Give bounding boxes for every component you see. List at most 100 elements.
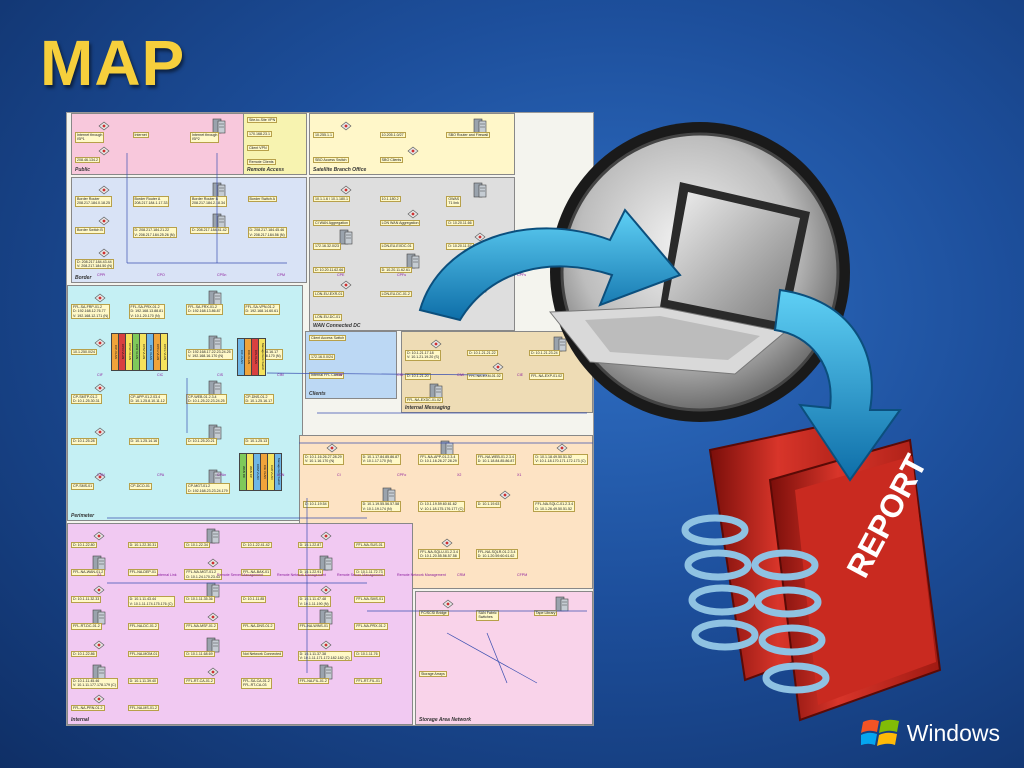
network-node-label: D: 10.1.25.13: [243, 438, 270, 445]
connection-tag: CIC: [157, 373, 164, 377]
network-node-label: 170.168.23.1: [247, 131, 272, 138]
network-node-label: D: 10.1.21.23.24: [529, 350, 560, 357]
zone-label: Clients: [309, 391, 326, 397]
router-icon: [97, 182, 111, 198]
router-icon: [97, 118, 111, 134]
router-icon: [93, 380, 107, 396]
network-node-label: Border Router B 208.217.184.2.18.34: [190, 196, 227, 207]
network-node-label: D: 10.1.11.72.73: [354, 569, 385, 576]
network-node-label: D: 10.1.11.76: [354, 650, 380, 657]
network-node-label: D: 10.1.16.26.27.28.29 V: 10.1.16.170 (N…: [303, 454, 344, 465]
network-node-label: D: 10.1.11.35.36: [184, 596, 215, 603]
network-node-label: 10.1.180.2: [379, 196, 401, 203]
router-icon: [319, 637, 333, 653]
router-icon: [92, 691, 106, 707]
router-icon: [93, 335, 107, 351]
router-icon: [97, 213, 111, 229]
network-node-label: FFL-NA-EXP-01.02: [529, 373, 565, 380]
router-icon: [206, 609, 220, 625]
router-icon: [97, 143, 111, 159]
connection-tag: CIM: [277, 373, 284, 377]
server-icon: [319, 555, 333, 571]
router-icon: [441, 596, 455, 612]
network-node-label: Site-to-Site VPN: [247, 117, 278, 124]
connection-tag: Remote Network Management: [397, 573, 446, 577]
router-icon: [325, 440, 339, 456]
zone-label: Storage Area Network: [419, 717, 472, 723]
curved-arrow-icon: [418, 208, 902, 482]
network-node-label: D: 10.1.25.28: [71, 438, 97, 445]
network-node-label: D: 10.1.11.68.69: [184, 650, 215, 657]
network-node-label: D: 10.1.21.21.22: [467, 350, 498, 357]
server-icon: [555, 596, 569, 612]
vlan-bar: CPFs VLAN: [160, 333, 168, 371]
network-node-label: CP-DNS-01.2 D: 10.1.25.16.17: [243, 393, 275, 405]
network-node-label: SBO Access Switch: [313, 157, 349, 164]
zone-label: Remote Access: [247, 167, 285, 173]
network-node-label: Internet through ISP1: [75, 132, 105, 143]
network-node-label: FFL-NA-MSF-01.2: [184, 623, 218, 630]
connection-tag: Remote Server Management: [337, 573, 384, 577]
router-icon: [93, 290, 107, 306]
network-node-label: Border Switch A: [247, 196, 278, 203]
windows-logo: Windows: [860, 716, 1000, 750]
connection-tag: CPFs: [517, 273, 526, 277]
network-node-label: Border Router 208.217.184.0.18.25: [75, 196, 112, 207]
network-node-label: D: 10.1.22.34: [184, 542, 210, 549]
network-node-label: D: 10.1.19.54: [303, 501, 329, 508]
router-icon: [93, 424, 107, 440]
connection-tag: X3: [97, 573, 102, 577]
network-node-label: FFL-SA-PRX-01.2 D: 192.168.13.88.81 V: 1…: [128, 304, 166, 320]
network-node-label: D: 208.217.184.43.44 V: 208.217.184.50 (…: [75, 258, 115, 270]
connection-tag: CIP: [337, 373, 343, 377]
network-node-label: D: 208.217.184.21.22 V: 208.217.184.25.2…: [132, 227, 177, 239]
router-icon: [339, 277, 353, 293]
network-node-label: FC/SCSI Bridge: [419, 610, 449, 617]
connection-tag: CPFu: [397, 273, 407, 277]
network-node-label: FFL-RT-CA-01.2: [184, 677, 215, 685]
network-node-label: D: 10.1.22.86: [71, 650, 97, 657]
connection-tag: X2: [457, 473, 462, 477]
network-node-label: D: 10.1.17.84.85.86.87 V: 10.1.17.170 (N…: [360, 454, 402, 465]
network-node-label: D: 10.1.19.63: [475, 501, 502, 508]
network-node-label: FFL-NA-PRN-01.2: [71, 704, 105, 712]
network-node-label: LON-EU-DC-01.2: [379, 290, 412, 298]
connection-tag: CPM: [277, 273, 285, 277]
network-node-label: Remote Clients: [247, 159, 276, 166]
network-node-label: D: 10.1.19.59.60.61.62 V: 10.1.18.175.17…: [418, 501, 466, 513]
router-icon: [406, 143, 420, 159]
network-node-label: FFL-NA-SQLU-01.2.3.4 D: 10.1.20.55.56.57…: [418, 548, 460, 560]
network-node-label: D: 10.1.21.17.18 V: 10.1.21.19.20 (S): [405, 350, 442, 361]
router-icon: [491, 359, 505, 375]
network-node-label: OWAS T1 link: [446, 196, 462, 207]
router-icon: [339, 182, 353, 198]
router-icon: [92, 582, 106, 598]
connection-tag: Remote Network Management: [277, 573, 326, 577]
network-node-label: D: 10.1.22.87: [297, 542, 324, 549]
network-node-label: 172.16.32.0/23: [313, 243, 341, 250]
connection-tag: CPE: [337, 273, 345, 277]
connection-tag: CPPi: [97, 273, 106, 277]
network-node-label: FFL-NA-DEP-01: [127, 569, 159, 576]
router-icon: [339, 118, 353, 134]
network-node-label: FFL-NA-FIL-01.2: [297, 677, 329, 685]
windows-logo-icon: [860, 719, 899, 746]
network-node-label: FFL-NA-SQLC-01.2.3.4 D: 10.1.26.49.50.51…: [533, 501, 576, 513]
network-node-label: FFL-NA-APP-01.2.3.4 D: 10.1.16.26.27.28.…: [418, 454, 459, 465]
network-node-label: Internet: [132, 132, 149, 139]
router-icon: [498, 487, 512, 503]
network-node-label: FFL-NA-SMS-01: [354, 596, 386, 603]
zone-label: Public: [75, 167, 91, 173]
zone-label: Internal Messaging: [405, 405, 451, 411]
network-node-label: Client Access Switch: [309, 335, 347, 342]
network-node-label: D: 10.1.25.20.21: [186, 438, 217, 445]
network-node-label: 10.1.1.6 / 10.1.180.1: [313, 196, 350, 203]
network-node-label: FFL-SA-FRP-01.2 D: 192.168.12.76.77 V: 1…: [71, 304, 111, 320]
zone-clients: Clients Client Access Switch 172.16.0.0/24…: [305, 331, 397, 399]
server-icon: [206, 528, 220, 544]
connection-tag: CSN: [97, 473, 105, 477]
network-node-label: 172.16.0.0/24: [309, 353, 335, 361]
network-node-label: FFL-RT-FIL-01: [354, 677, 383, 685]
report-book-icon: REPORT: [681, 418, 942, 722]
